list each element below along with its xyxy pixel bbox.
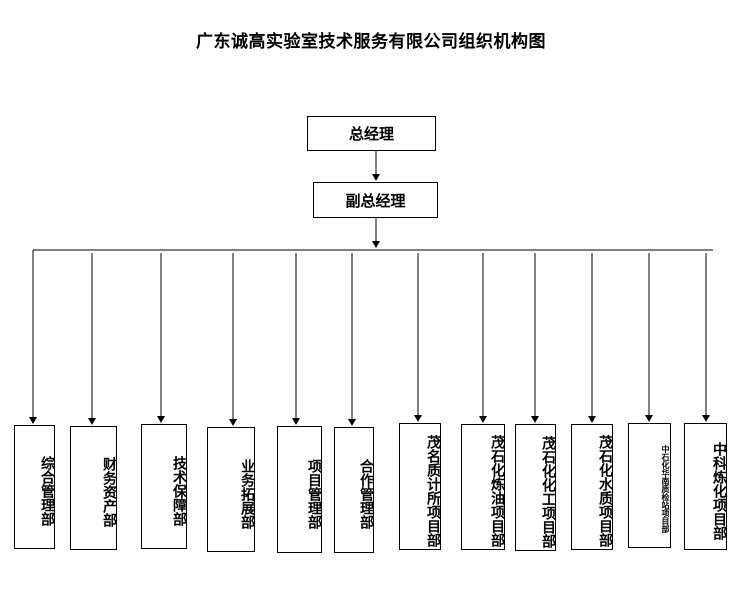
department-box-0: 综合管理部 bbox=[14, 425, 55, 549]
deputy-manager-box: 副总经理 bbox=[313, 182, 438, 218]
deputy-manager-label: 副总经理 bbox=[345, 191, 406, 210]
department-box-9: 茂石化水质项目部 bbox=[571, 424, 613, 550]
department-box-3: 业务拓展部 bbox=[207, 427, 255, 552]
department-box-7: 茂石化炼油项目部 bbox=[461, 424, 505, 550]
department-box-11: 中科炼化项目部 bbox=[684, 423, 727, 550]
department-box-6: 茂名质计所项目部 bbox=[399, 423, 441, 550]
chart-title: 广东诚高实验室技术服务有限公司组织机构图 bbox=[196, 32, 546, 52]
department-box-5: 合作管理部 bbox=[334, 427, 374, 553]
department-box-4: 项目管理部 bbox=[277, 426, 322, 553]
department-box-1: 财务资产部 bbox=[70, 426, 117, 550]
department-box-8: 茂石化化工项目部 bbox=[515, 424, 556, 551]
general-manager-box: 总经理 bbox=[307, 116, 436, 151]
department-box-10: 中石化华南质检站项目部 bbox=[628, 423, 671, 548]
general-manager-label: 总经理 bbox=[348, 125, 394, 143]
department-box-2: 技术保障部 bbox=[141, 424, 187, 549]
department-arrows bbox=[29, 250, 710, 426]
